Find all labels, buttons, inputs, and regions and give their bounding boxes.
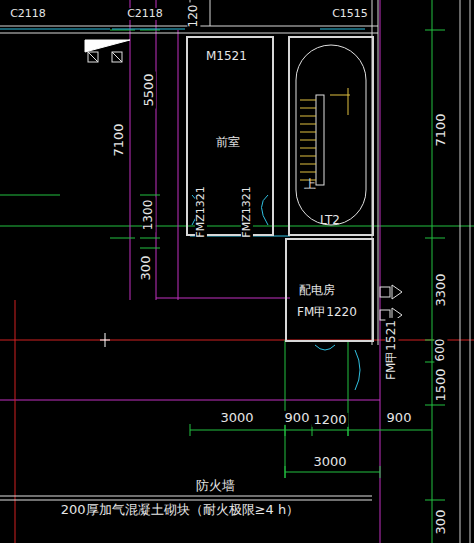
dimension-text: 1500 <box>434 366 448 403</box>
plan-label: C2118 <box>125 8 165 20</box>
dimension-text: 300 <box>139 254 153 283</box>
dimension-text: 3300 <box>434 271 448 308</box>
dimension-text: FMZ1321 <box>195 184 207 239</box>
plan-label: 200厚加气混凝土砌块（耐火极限≥4 h） <box>59 503 301 517</box>
room-label: M1521 <box>206 50 247 63</box>
room-label: 配电房 <box>299 284 335 297</box>
dimension-text: 7100 <box>112 121 126 158</box>
plan-label: C2118 <box>8 8 48 20</box>
dimension-text: 7100 <box>434 111 448 148</box>
plan-label: C1515 <box>330 8 370 20</box>
room-label: 前室 <box>216 136 240 149</box>
plan-label: 900 <box>385 411 414 425</box>
dimension-text: 120 <box>187 3 200 30</box>
plan-label: 3000 <box>311 455 348 469</box>
room-label: 上 <box>304 178 316 191</box>
dimension-text: 1300 <box>142 198 155 233</box>
room-label: FM甲1220 <box>297 306 357 319</box>
dimension-text: FM甲1521 <box>385 318 398 382</box>
room-box: 上 LT2 <box>288 36 374 236</box>
plan-label: 3000 <box>218 411 255 425</box>
dimension-text: 600 <box>434 337 447 364</box>
dimension-text: FMZ1321 <box>241 184 253 239</box>
plan-label: 1200 <box>311 413 348 427</box>
room-box: 配电房 FM甲1220 <box>285 238 374 342</box>
dimension-text: 5500 <box>142 71 156 108</box>
plan-label: 900 <box>283 411 312 425</box>
plan-label: 防火墙 <box>194 479 237 493</box>
dimension-text: 300 <box>434 508 448 537</box>
room-label: LT2 <box>320 214 340 227</box>
